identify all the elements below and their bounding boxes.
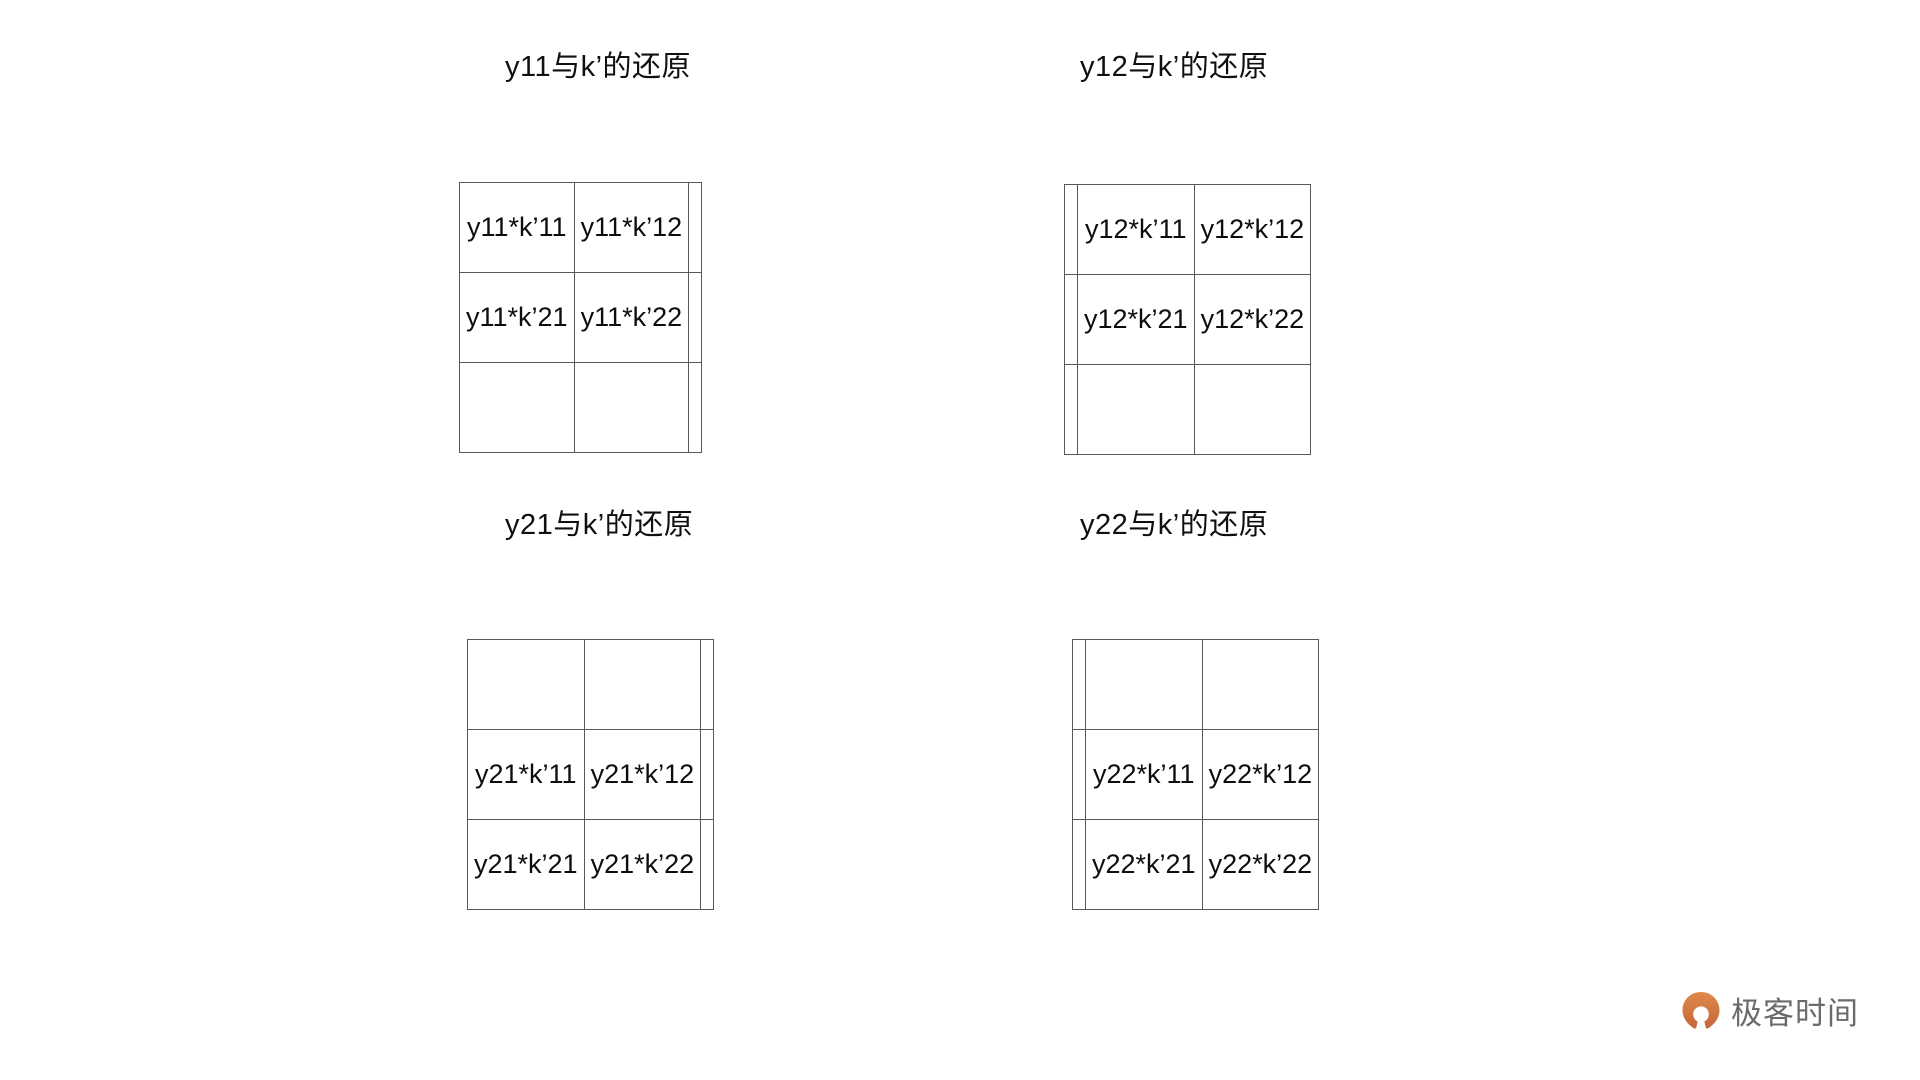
matrix-cell-y22-r1c1[interactable] xyxy=(1072,639,1086,730)
table-row xyxy=(459,362,703,453)
table-row xyxy=(1072,639,1320,730)
matrix-cell-y12-r1c1[interactable] xyxy=(1064,184,1078,275)
matrix-cell-y11-r1c1[interactable]: y11*k’11 xyxy=(459,182,575,273)
table-row xyxy=(467,639,715,730)
matrix-cell-y22-r2c2[interactable]: y22*k’11 xyxy=(1085,729,1203,820)
watermark: 极客时间 xyxy=(1680,988,1859,1033)
panel-title-y11: y11与k’的还原 xyxy=(505,51,692,83)
table-row: y21*k’11 y21*k’12 xyxy=(467,729,715,820)
matrix-cell-y11-r2c1[interactable]: y11*k’21 xyxy=(459,272,575,363)
matrix-cell-y12-r1c3[interactable]: y12*k’12 xyxy=(1193,184,1312,275)
matrix-table-y12: y12*k’11 y12*k’12 y12*k’21 y12*k’22 xyxy=(1064,184,1312,455)
matrix-cell-y12-r3c2[interactable] xyxy=(1077,364,1195,455)
table-row xyxy=(1064,364,1312,455)
matrix-cell-y22-r2c1[interactable] xyxy=(1072,729,1086,820)
table-row: y12*k’21 y12*k’22 xyxy=(1064,274,1312,365)
table-row: y11*k’11 y11*k’12 xyxy=(459,182,703,273)
matrix-cell-y11-r1c2[interactable]: y11*k’12 xyxy=(573,182,690,273)
matrix-cell-y11-r3c1[interactable] xyxy=(459,362,575,453)
matrix-cell-y12-r2c1[interactable] xyxy=(1064,274,1078,365)
matrix-cell-y22-r1c2[interactable] xyxy=(1085,639,1203,730)
table-row: y22*k’11 y22*k’12 xyxy=(1072,729,1320,820)
matrix-cell-y12-r3c1[interactable] xyxy=(1064,364,1078,455)
matrix-cell-y21-r2c2[interactable]: y21*k’12 xyxy=(583,729,702,820)
matrix-cell-y12-r1c2[interactable]: y12*k’11 xyxy=(1077,184,1195,275)
matrix-cell-y11-r2c2[interactable]: y11*k’22 xyxy=(573,272,690,363)
table-row: y22*k’21 y22*k’22 xyxy=(1072,819,1320,910)
panel-title-y21: y21与k’的还原 xyxy=(505,509,694,541)
geektime-logo-icon xyxy=(1680,990,1722,1032)
matrix-table-y22: y22*k’11 y22*k’12 y22*k’21 y22*k’22 xyxy=(1072,639,1320,910)
matrix-table-y21: y21*k’11 y21*k’12 y21*k’21 y21*k’22 xyxy=(467,639,715,910)
matrix-cell-y21-r1c3[interactable] xyxy=(700,639,715,730)
matrix-cell-y11-r3c2[interactable] xyxy=(573,362,690,453)
table-row: y12*k’11 y12*k’12 xyxy=(1064,184,1312,275)
matrix-cell-y11-r1c3[interactable] xyxy=(688,182,703,273)
matrix-cell-y12-r2c3[interactable]: y12*k’22 xyxy=(1193,274,1312,365)
matrix-cell-y21-r1c2[interactable] xyxy=(583,639,702,730)
matrix-cell-y22-r2c3[interactable]: y22*k’12 xyxy=(1201,729,1320,820)
matrix-cell-y11-r2c3[interactable] xyxy=(688,272,703,363)
panel-title-y12: y12与k’的还原 xyxy=(1080,51,1269,83)
watermark-label: 极客时间 xyxy=(1731,996,1859,1031)
matrix-cell-y12-r3c3[interactable] xyxy=(1193,364,1312,455)
table-row: y21*k’21 y21*k’22 xyxy=(467,819,715,910)
matrix-cell-y22-r3c3[interactable]: y22*k’22 xyxy=(1201,819,1320,910)
matrix-cell-y22-r1c3[interactable] xyxy=(1201,639,1320,730)
matrix-cell-y11-r3c3[interactable] xyxy=(688,362,703,453)
matrix-cell-y21-r1c1[interactable] xyxy=(467,639,585,730)
matrix-table-y11: y11*k’11 y11*k’12 y11*k’21 y11*k’22 xyxy=(459,182,703,453)
table-row: y11*k’21 y11*k’22 xyxy=(459,272,703,363)
matrix-cell-y22-r3c2[interactable]: y22*k’21 xyxy=(1085,819,1203,910)
matrix-cell-y22-r3c1[interactable] xyxy=(1072,819,1086,910)
matrix-cell-y21-r3c1[interactable]: y21*k’21 xyxy=(467,819,585,910)
matrix-cell-y21-r2c1[interactable]: y21*k’11 xyxy=(467,729,585,820)
matrix-cell-y21-r3c2[interactable]: y21*k’22 xyxy=(583,819,702,910)
matrix-cell-y21-r2c3[interactable] xyxy=(700,729,715,820)
panel-title-y22: y22与k’的还原 xyxy=(1080,509,1269,541)
matrix-cell-y12-r2c2[interactable]: y12*k’21 xyxy=(1077,274,1195,365)
matrix-cell-y21-r3c3[interactable] xyxy=(700,819,715,910)
